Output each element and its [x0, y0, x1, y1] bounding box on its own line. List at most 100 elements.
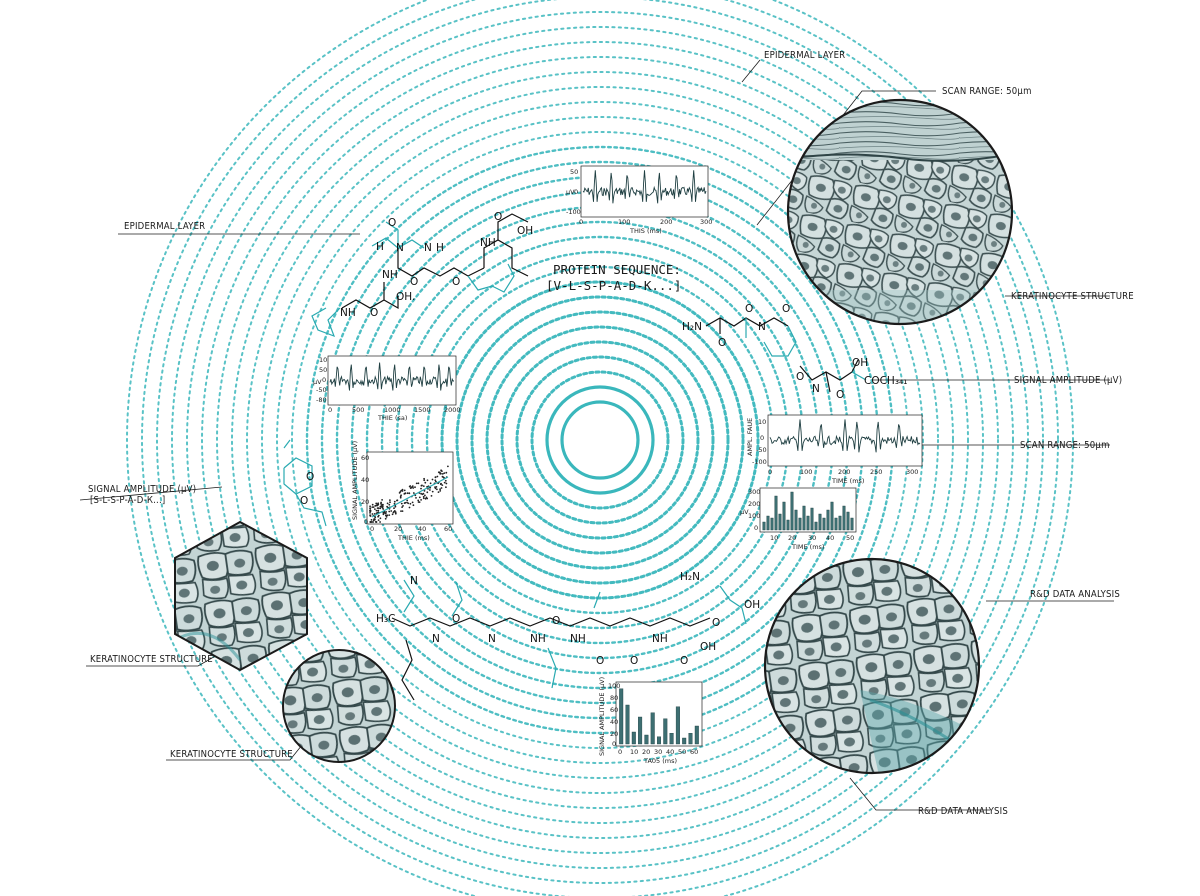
bar	[770, 517, 774, 531]
scatter-ylabel: SIGNAL AMPLITUDE (µV)	[351, 441, 359, 520]
atom-o-14: O	[552, 615, 560, 627]
bar	[688, 733, 693, 745]
scatter-point	[437, 491, 440, 493]
scatter-point	[424, 481, 427, 484]
atom-nh-5: NH	[570, 633, 586, 645]
scatter-point	[439, 483, 442, 486]
bar	[762, 521, 766, 531]
bars-bottom-ylabel: SIGNAL AMPLITUDE (µV)	[598, 677, 606, 756]
bar	[625, 704, 630, 745]
wave-top-ytick-3: -100	[566, 208, 581, 216]
histology-top-right	[786, 98, 1014, 326]
wave-top-xtick-1: 0	[579, 218, 583, 226]
scatter-point	[400, 502, 403, 505]
bars-bottom-xtick-6: 50	[678, 748, 686, 756]
bar	[786, 519, 790, 531]
scatter-point	[401, 510, 404, 512]
atom-o-9: O	[796, 371, 804, 383]
atom-o-2: O	[410, 276, 418, 288]
wave-top-xlabel: THIS (ms)	[629, 227, 662, 235]
scatter-point	[400, 494, 402, 497]
chart-bars-bottom: SIGNAL AMPLITUDE (µV) 100 80 60 40 20 0 …	[598, 677, 703, 765]
scatter-point	[440, 472, 442, 475]
scatter-point	[376, 504, 378, 507]
bar	[650, 712, 655, 745]
scatter-point	[439, 490, 442, 492]
atom-h2n-2: H₂N	[680, 571, 700, 583]
scatter-point	[382, 503, 384, 506]
scatter-point	[374, 505, 377, 507]
atom-oh-1: OH	[517, 225, 533, 237]
bar	[682, 737, 687, 745]
scatter-point	[429, 482, 432, 485]
scatter-point	[401, 506, 403, 508]
scatter-xtick-4: 60	[444, 525, 452, 533]
atom-o-15: O	[596, 655, 604, 667]
bar	[834, 517, 838, 531]
scatter-point	[385, 511, 387, 513]
atom-n-3: N	[758, 321, 766, 333]
bars-right-ytick-3: 100	[748, 512, 760, 520]
scatter-point	[426, 479, 429, 482]
atom-nh-3: NH	[340, 307, 356, 319]
scatter-point	[369, 510, 372, 513]
scatter-point	[435, 480, 437, 483]
label-rd-data-analysis-2: R&D DATA ANALYSIS	[918, 806, 1008, 817]
bar	[774, 495, 778, 531]
label-keratinocyte-top-right: KERATINOCYTE STRUCTURE	[1011, 291, 1134, 302]
scatter-point	[373, 513, 376, 515]
scatter-xtick-3: 40	[418, 525, 426, 533]
atom-nh-1: NH	[480, 237, 496, 249]
signal-ring	[500, 340, 700, 540]
scatter-ytick-4: 0	[364, 518, 368, 526]
atom-nh-4: NH	[530, 633, 546, 645]
bar	[631, 731, 636, 745]
scatter-point	[408, 492, 411, 494]
bars-bottom-ytick-3: 60	[610, 706, 618, 714]
label-scan-range-top: SCAN RANGE: 50µm	[942, 86, 1032, 97]
chart-waveform-left: µV 10 50 0 -50 -80 0 500 1000 1500 2000 …	[313, 355, 461, 422]
scatter-point	[382, 511, 385, 514]
signal-ring	[470, 310, 730, 570]
bars-bottom-xtick-1: 0	[618, 748, 622, 756]
scatter-point	[431, 490, 434, 493]
scatter-point	[421, 493, 424, 496]
scatter-point	[435, 486, 438, 488]
histology-circle-left	[282, 649, 396, 763]
scatter-point	[439, 488, 441, 491]
scatter-point	[403, 489, 406, 492]
bar	[669, 733, 674, 745]
scatter-trendline	[371, 476, 449, 518]
bar	[830, 501, 834, 531]
bars-right-xtick-2: 20	[788, 534, 796, 542]
scatter-point	[377, 514, 380, 517]
bars-bottom-xtick-2: 10	[630, 748, 638, 756]
scatter-point	[390, 510, 393, 512]
wave-right-ytick-2: 0	[760, 434, 764, 442]
scatter-xlabel: THIE (ms)	[397, 534, 430, 542]
scatter-point	[426, 491, 429, 494]
scatter-point	[415, 497, 417, 499]
scatter-point	[417, 499, 420, 502]
bar	[822, 517, 826, 531]
bars-right-series	[762, 491, 854, 531]
scatter-point	[430, 495, 433, 497]
scatter-point	[422, 485, 425, 487]
bars-right-xtick-4: 40	[826, 534, 834, 542]
scatter-point	[417, 482, 420, 485]
scatter-point	[399, 496, 402, 499]
scatter-point	[409, 502, 412, 505]
bars-bottom-ytick-4: 40	[610, 718, 618, 726]
wave-left-ylabel: µV	[313, 378, 322, 386]
scatter-point	[443, 472, 446, 474]
label-keratinocyte-left-2: KERATINOCYTE STRUCTURE	[170, 749, 293, 760]
atom-o-11: O	[306, 471, 314, 483]
wave-top-ytick-2: 0	[574, 188, 578, 196]
atom-o-4: O	[494, 211, 502, 223]
bars-right-ytick-2: 200	[748, 500, 760, 508]
label-scan-range-right: SCAN RANGE: 50µm	[1020, 440, 1110, 451]
atom-cooh-1: COCH₃₄₁	[864, 375, 907, 387]
scatter-point	[369, 505, 371, 508]
scatter-point	[420, 499, 422, 501]
bars-right-xtick-5: 50	[846, 534, 854, 542]
